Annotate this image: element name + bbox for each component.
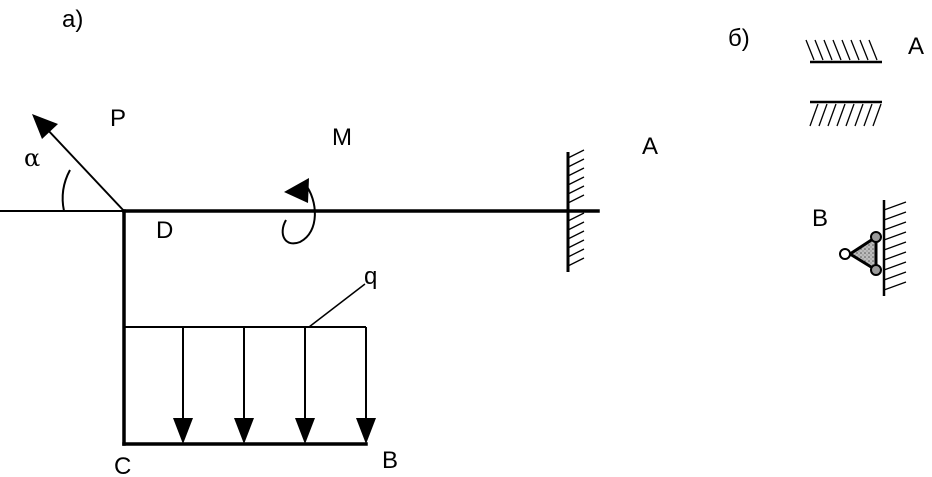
fixed-support-A [566,149,585,272]
load-arrow [295,327,315,444]
moment-M-arrow [281,178,316,245]
label-D: D [156,217,173,244]
q-leader-line [308,283,366,328]
force-P-arrow [32,114,125,212]
label-C: C [114,453,131,477]
label-q: q [364,263,377,290]
legend-label-B: B [812,205,828,232]
legend-label-A: A [908,33,924,60]
label-alpha: α [24,144,40,172]
part-a-label: а) [62,6,83,33]
label-B: B [382,447,398,474]
label-M: M [332,124,352,151]
label-P: P [110,105,126,132]
load-arrow [234,327,254,444]
part-b-label: б) [728,25,750,52]
support-A-symbol [805,39,882,127]
load-arrow [356,327,376,444]
support-B-symbol [839,200,907,296]
angle-alpha-arc [61,169,71,212]
label-A: A [642,133,658,160]
load-arrow [173,327,193,444]
distributed-load-q [124,283,376,444]
